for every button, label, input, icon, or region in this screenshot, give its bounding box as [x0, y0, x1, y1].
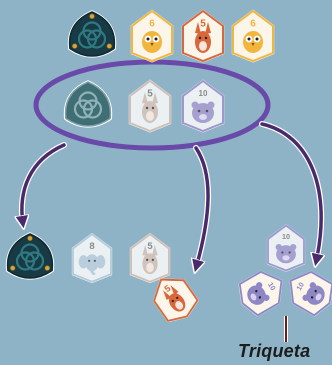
row3-elephant: 8: [72, 233, 112, 283]
tile-number: 5: [147, 89, 153, 100]
row2-tile-2: 5: [129, 80, 171, 133]
row3-bear-left: 10: [232, 264, 292, 321]
tile-number: 10: [199, 89, 208, 98]
tile-number: 10: [282, 232, 290, 241]
row3-rabbit: 5: [130, 233, 170, 283]
tile-number: 6: [250, 19, 256, 30]
tile-number: 6: [149, 19, 155, 30]
row3-bear-top: 10: [267, 224, 305, 272]
row1-tile-2: 6: [131, 10, 173, 63]
row2-tile-1: [64, 80, 112, 128]
triquetra-caption: Triqueta: [238, 341, 310, 362]
tile-number: 5: [200, 19, 206, 30]
row2-tile-3: 10: [182, 80, 224, 133]
row1-tile-3: 5: [182, 10, 224, 63]
tile-number: 8: [89, 241, 94, 252]
bear-icon: [276, 244, 297, 263]
row1-tile-1: [68, 10, 116, 58]
row1-tile-4: 6: [232, 10, 274, 63]
owl-icon: [243, 31, 263, 53]
tile-number: 5: [147, 241, 153, 252]
bear-icon: [192, 102, 215, 124]
row3-triquetra: [6, 232, 54, 280]
owl-icon: [142, 31, 162, 53]
row3-bear-right: 10: [280, 264, 332, 321]
